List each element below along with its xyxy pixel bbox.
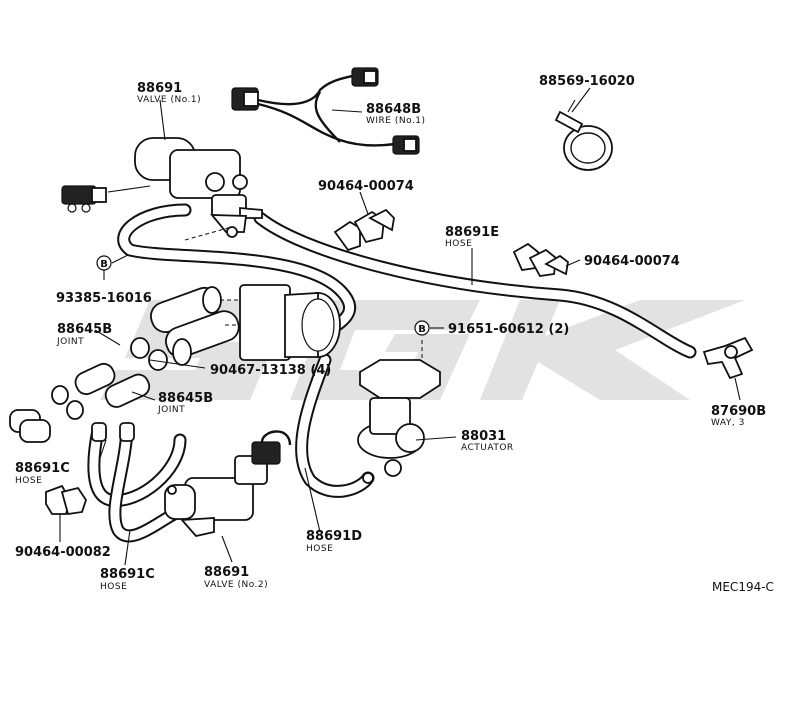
bolt-symbol-91651: B (414, 320, 430, 336)
clamps-90467 (51, 337, 168, 420)
label-bolt-91651: 91651-60612 (2) (448, 322, 569, 337)
label-clamp-88569: 88569-16020 (539, 74, 635, 89)
hose-stubs-left (9, 409, 135, 443)
label-valve-no2: 88691 VALVE (No.2) (204, 565, 268, 590)
svg-text:HOSE: HOSE (100, 582, 127, 592)
wire-no1 (231, 67, 420, 155)
label-actuator: 88031 ACTUATOR (461, 429, 514, 453)
label-valve-no1: 88691 VALVE (No.1) (137, 81, 201, 105)
svg-text:90464-00082: 90464-00082 (15, 545, 111, 560)
svg-text:VALVE (No.2): VALVE (No.2) (204, 580, 268, 590)
svg-text:88645B: 88645B (158, 391, 213, 406)
label-clamp-90467: 90467-13138 (4) (210, 363, 331, 378)
svg-text:88648B: 88648B (366, 102, 421, 117)
label-diagram-code: MEC194-C (712, 580, 774, 594)
svg-text:88031: 88031 (461, 429, 506, 444)
svg-text:90467-13138 (4): 90467-13138 (4) (210, 363, 331, 378)
leader-lines (59, 87, 741, 566)
hose-88691e (253, 211, 697, 359)
bolt-symbol-93385: B (96, 255, 112, 271)
label-clip-right: 90464-00074 (584, 254, 680, 269)
svg-text:88691: 88691 (137, 81, 182, 96)
clip-right (512, 242, 569, 277)
hose-upper-loop (117, 203, 357, 337)
svg-text:VALVE (No.1): VALVE (No.1) (137, 95, 201, 105)
label-wire-no1: 88648B WIRE (No.1) (366, 102, 426, 126)
svg-text:B: B (100, 259, 108, 270)
svg-text:87690B: 87690B (711, 404, 766, 419)
label-hose-88691c-bottom: 88691C HOSE (100, 567, 155, 592)
svg-text:88569-16020: 88569-16020 (539, 74, 635, 89)
label-hose-88691e: 88691E HOSE (445, 225, 499, 249)
svg-text:HOSE: HOSE (15, 476, 42, 486)
clip-90464-00082 (45, 484, 87, 516)
svg-text:91651-60612 (2): 91651-60612 (2) (448, 322, 569, 337)
svg-text:ACTUATOR: ACTUATOR (461, 443, 514, 453)
svg-text:88691D: 88691D (306, 529, 362, 544)
svg-text:WAY, 3: WAY, 3 (711, 418, 745, 428)
label-hose-88691d: 88691D HOSE (306, 529, 362, 554)
svg-text:90464-00074: 90464-00074 (318, 179, 414, 194)
svg-text:88691: 88691 (204, 565, 249, 580)
svg-text:88691C: 88691C (15, 461, 70, 476)
label-clip-upper: 90464-00074 (318, 179, 414, 194)
joint-88645b-lower (74, 362, 151, 408)
svg-text:90464-00074: 90464-00074 (584, 254, 680, 269)
actuator (357, 340, 441, 484)
svg-text:HOSE: HOSE (306, 544, 333, 554)
svg-text:HOSE: HOSE (445, 239, 472, 249)
label-bolt-93385: 93385-16016 (56, 291, 152, 306)
svg-text:WIRE (No.1): WIRE (No.1) (366, 116, 426, 126)
svg-text:88691E: 88691E (445, 225, 499, 240)
clip-upper (333, 208, 395, 252)
label-joint-lower: 88645B JOINT (157, 391, 213, 415)
svg-text:88645B: 88645B (57, 322, 112, 337)
svg-text:JOINT: JOINT (157, 405, 185, 415)
svg-text:B: B (418, 324, 426, 335)
clamp-88569 (554, 99, 613, 171)
label-way-3: 87690B WAY, 3 (711, 404, 766, 428)
hose-88691c-bottom (108, 423, 185, 543)
svg-text:88691C: 88691C (100, 567, 155, 582)
way-3-connector (702, 336, 754, 380)
canister (239, 284, 341, 361)
label-joint-upper: 88645B JOINT (56, 322, 112, 347)
label-clip-90464-00082: 90464-00082 (15, 545, 111, 560)
hose-88691d (295, 353, 375, 498)
valve-no1 (61, 137, 263, 241)
valve-no2 (164, 430, 292, 537)
svg-text:93385-16016: 93385-16016 (56, 291, 152, 306)
svg-text:JOINT: JOINT (56, 337, 84, 347)
svg-text:MEC194-C: MEC194-C (712, 580, 774, 594)
label-hose-88691c-left: 88691C HOSE (15, 461, 70, 486)
joint-88645b-upper (150, 286, 240, 366)
